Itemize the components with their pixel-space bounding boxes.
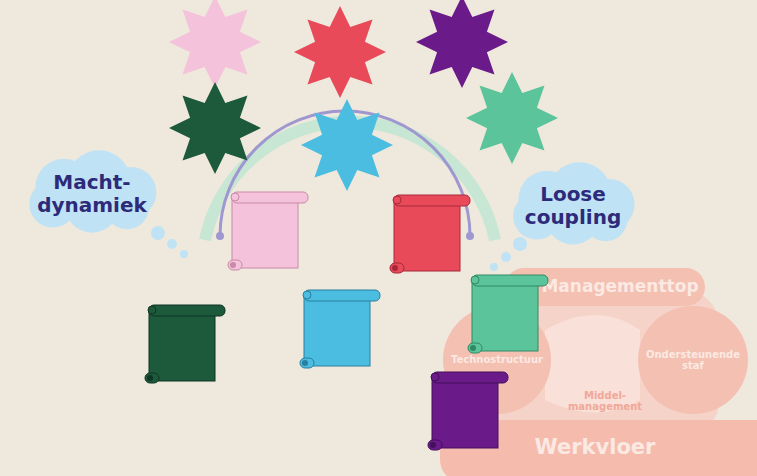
node-label: Managementtop [541, 277, 698, 297]
management-top-band: Managementtop [505, 268, 705, 306]
scroll [390, 195, 470, 273]
node-label: Technostructuur [451, 354, 543, 366]
scroll [428, 372, 508, 450]
stars [169, 0, 558, 191]
node-label: Macht- dynamiek [36, 171, 148, 217]
scrolls [145, 192, 548, 450]
scroll [468, 275, 548, 353]
thought-bubble [180, 250, 188, 258]
scroll [300, 290, 380, 368]
star [169, 82, 261, 174]
thought-cloud: Loose coupling [508, 164, 638, 248]
purple-arc [220, 111, 470, 236]
arc-end-dot [466, 232, 474, 240]
star [466, 72, 558, 164]
star [294, 6, 386, 98]
node-label: Middel- management [567, 390, 643, 413]
node-label: Loose coupling [522, 183, 624, 229]
scroll [228, 192, 308, 270]
node-label: Ondersteunende staf [644, 349, 742, 372]
star [169, 0, 261, 88]
star [416, 0, 508, 88]
middle-management-zone: Middel- management [555, 384, 655, 418]
node-label: Werkvloer [535, 435, 656, 459]
green-arc [205, 122, 495, 240]
technostructure-circle: Technostructuur [443, 306, 551, 414]
operating-core-band: Werkvloer [440, 420, 757, 476]
scroll [145, 305, 225, 383]
support-staff-circle: Ondersteunende staf [638, 306, 748, 414]
thought-cloud: Macht- dynamiek [22, 152, 162, 236]
thought-bubble [151, 226, 165, 240]
thought-bubble [490, 263, 498, 271]
thought-bubble [167, 239, 177, 249]
thought-bubble [501, 252, 511, 262]
star [301, 99, 393, 191]
thought-bubble [513, 237, 527, 251]
arc-end-dot [216, 232, 224, 240]
